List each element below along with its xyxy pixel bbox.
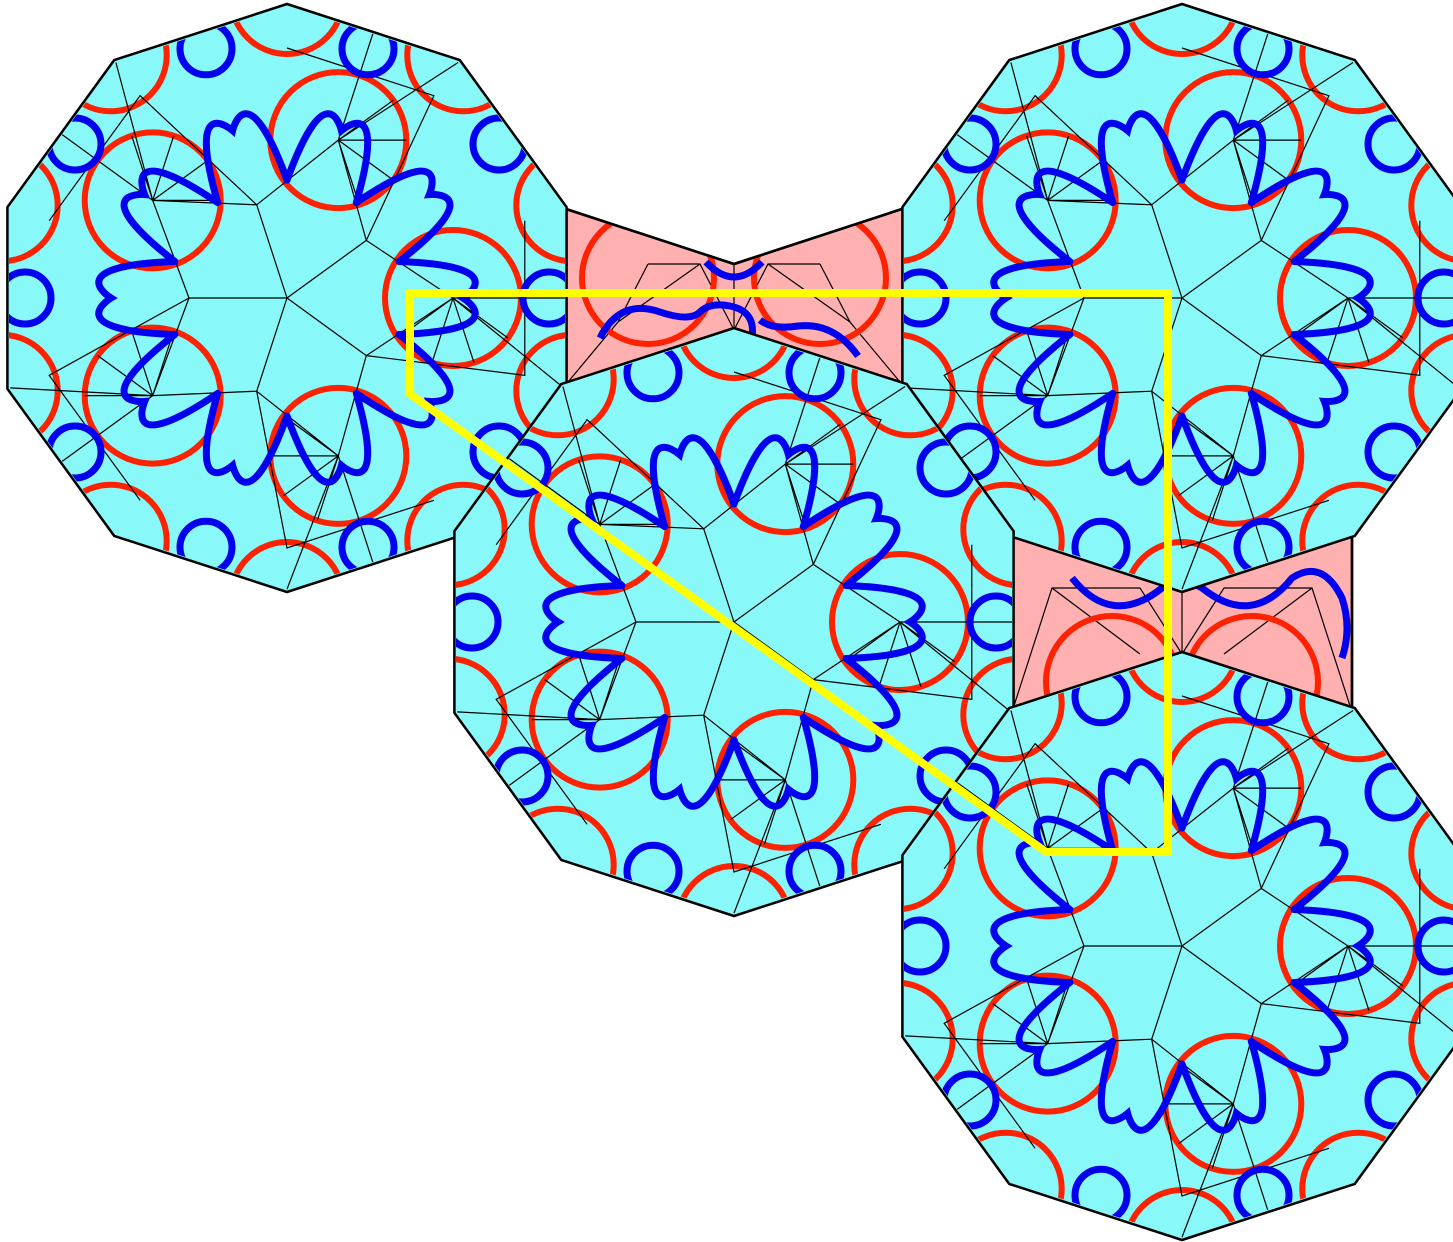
tiling-canvas (0, 0, 1453, 1242)
tiling-figure (0, 0, 1453, 1242)
